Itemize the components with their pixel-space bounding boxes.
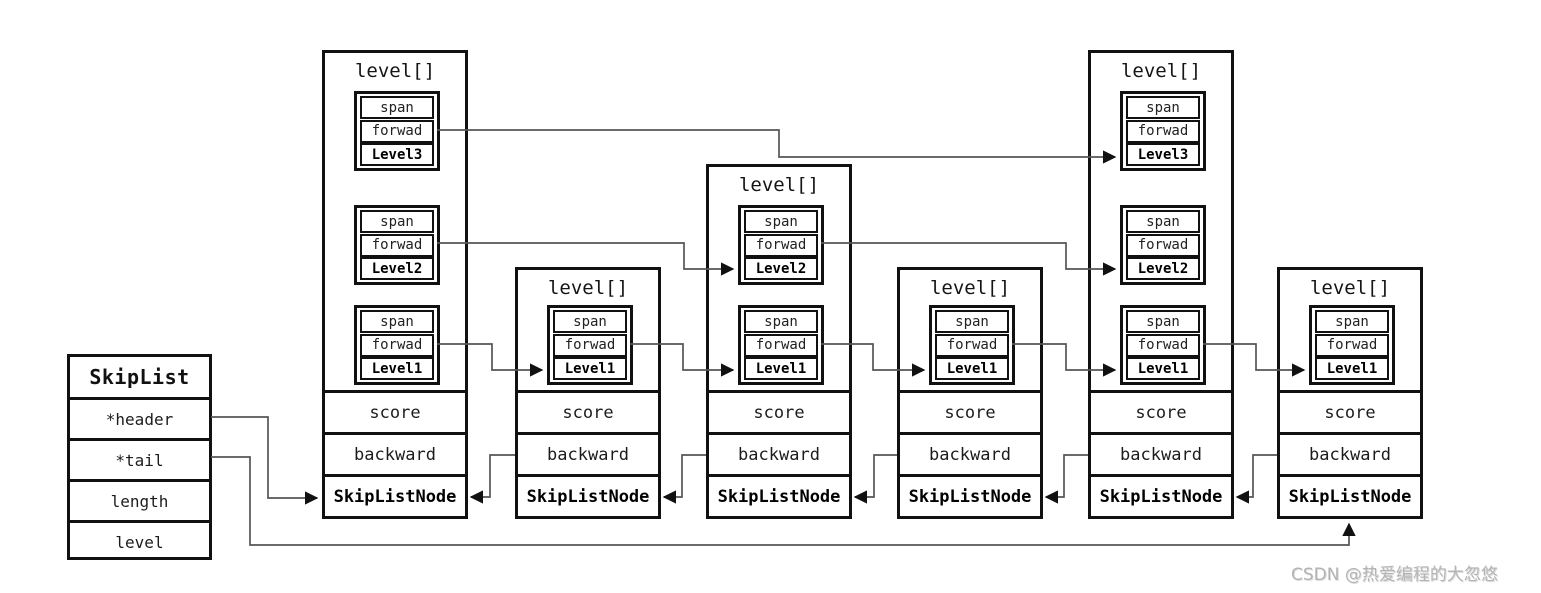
level-name-cell: Level1 <box>744 357 818 380</box>
arrow-level3-node1-node5 <box>437 129 1117 164</box>
skiplistnode-6: level[] span forwad Level1 score backwar… <box>1277 267 1423 519</box>
forward-cell: forwad <box>360 119 434 143</box>
span-cell: span <box>553 310 627 333</box>
level-array-label: level[] <box>929 277 1011 299</box>
level-array-label: level[] <box>1120 60 1202 82</box>
arrow-header-to-node1 <box>211 416 319 505</box>
span-cell: span <box>1126 210 1200 233</box>
span-cell: span <box>360 210 434 233</box>
level-array-label: level[] <box>738 174 820 196</box>
score-row: score <box>325 390 465 432</box>
level-entry: span forwad Level2 <box>1120 205 1206 285</box>
level-name-cell: Level3 <box>360 143 434 166</box>
level-name-cell: Level1 <box>553 357 627 380</box>
span-cell: span <box>1126 310 1200 333</box>
node-type-row: SkipListNode <box>709 474 849 516</box>
backward-row: backward <box>1280 432 1420 474</box>
forward-cell: forwad <box>1126 233 1200 257</box>
node-type-row: SkipListNode <box>1280 474 1420 516</box>
skiplistnode-4: level[] span forwad Level1 score backwar… <box>897 267 1043 519</box>
level-array-label: level[] <box>1309 277 1391 299</box>
level-entry: span forwad Level3 <box>1120 91 1206 171</box>
level-name-cell: Level1 <box>1126 357 1200 380</box>
skiplistnode-1: level[] span forwad Level3 span forwad L… <box>322 50 468 519</box>
node-type-row: SkipListNode <box>1091 474 1231 516</box>
level-entry: span forwad Level1 <box>738 305 824 385</box>
span-cell: span <box>1126 96 1200 119</box>
skiplistnode-3: level[] span forwad Level2 span forwad L… <box>706 164 852 519</box>
node-type-row: SkipListNode <box>325 474 465 516</box>
skiplist-struct-box: SkipList *header *tail length level <box>67 354 212 560</box>
level-name-cell: Level1 <box>935 357 1009 380</box>
skiplist-field-length: length <box>70 479 209 520</box>
level-array-label: level[] <box>354 60 436 82</box>
level-array-label: level[] <box>547 277 629 299</box>
arrow-backward-node4-node3 <box>853 454 897 504</box>
span-cell: span <box>935 310 1009 333</box>
skiplist-field-header: *header <box>70 397 209 438</box>
score-row: score <box>1091 390 1231 432</box>
span-cell: span <box>744 310 818 333</box>
span-cell: span <box>360 96 434 119</box>
forward-cell: forwad <box>360 333 434 357</box>
level-name-cell: Level2 <box>744 257 818 280</box>
score-row: score <box>1280 390 1420 432</box>
forward-cell: forwad <box>744 333 818 357</box>
arrow-backward-node6-node5 <box>1235 454 1277 504</box>
forward-cell: forwad <box>744 233 818 257</box>
skiplistnode-2: level[] span forwad Level1 score backwar… <box>515 267 661 519</box>
forward-cell: forwad <box>360 233 434 257</box>
arrow-level2-node1-node3 <box>437 242 735 276</box>
forward-cell: forwad <box>553 333 627 357</box>
span-cell: span <box>360 310 434 333</box>
level-entry: span forwad Level2 <box>738 205 824 285</box>
arrow-backward-node3-node2 <box>662 454 706 504</box>
forward-cell: forwad <box>935 333 1009 357</box>
watermark-text: CSDN @热爱编程的大忽悠 <box>1291 565 1498 585</box>
level-entry: span forwad Level1 <box>929 305 1015 385</box>
level-entry: span forwad Level1 <box>547 305 633 385</box>
skiplistnode-5: level[] span forwad Level3 span forwad L… <box>1088 50 1234 519</box>
level-name-cell: Level2 <box>360 257 434 280</box>
level-entry: span forwad Level1 <box>1309 305 1395 385</box>
score-row: score <box>518 390 658 432</box>
span-cell: span <box>744 210 818 233</box>
node-type-row: SkipListNode <box>900 474 1040 516</box>
backward-row: backward <box>900 432 1040 474</box>
arrow-backward-node2-node1 <box>469 454 515 504</box>
level-entry: span forwad Level1 <box>1120 305 1206 385</box>
level-entry: span forwad Level3 <box>354 91 440 171</box>
level-name-cell: Level1 <box>360 357 434 380</box>
score-row: score <box>900 390 1040 432</box>
forward-cell: forwad <box>1315 333 1389 357</box>
span-cell: span <box>1315 310 1389 333</box>
backward-row: backward <box>518 432 658 474</box>
skiplist-title: SkipList <box>89 365 190 389</box>
level-name-cell: Level2 <box>1126 257 1200 280</box>
level-entry: span forwad Level2 <box>354 205 440 285</box>
backward-row: backward <box>325 432 465 474</box>
skiplist-field-level: level <box>70 520 209 561</box>
skiplist-field-tail: *tail <box>70 438 209 479</box>
score-row: score <box>709 390 849 432</box>
forward-cell: forwad <box>1126 333 1200 357</box>
arrow-backward-node5-node4 <box>1044 454 1088 504</box>
backward-row: backward <box>1091 432 1231 474</box>
backward-row: backward <box>709 432 849 474</box>
node-type-row: SkipListNode <box>518 474 658 516</box>
arrow-level2-node3-node5 <box>821 242 1117 276</box>
level-name-cell: Level1 <box>1315 357 1389 380</box>
level-name-cell: Level3 <box>1126 143 1200 166</box>
level-entry: span forwad Level1 <box>354 305 440 385</box>
forward-cell: forwad <box>1126 119 1200 143</box>
